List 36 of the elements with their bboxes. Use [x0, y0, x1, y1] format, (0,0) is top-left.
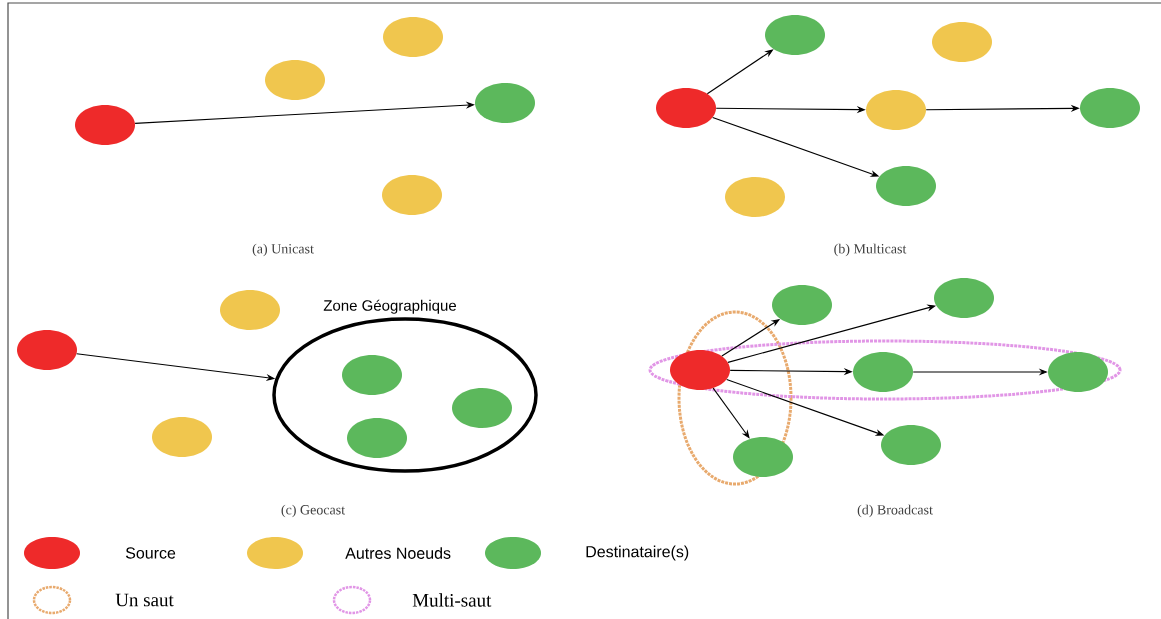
node-circle	[265, 60, 325, 100]
node-circle	[383, 17, 443, 57]
node-circle	[866, 90, 926, 130]
node-circle	[1048, 352, 1108, 392]
node-circle	[452, 388, 512, 428]
panel-caption: (a) Unicast	[252, 243, 314, 257]
panel-caption: (b) Multicast	[834, 243, 907, 257]
node-circle	[382, 175, 442, 215]
node-circle	[1080, 88, 1140, 128]
node-circle	[934, 278, 994, 318]
node-circle	[220, 290, 280, 330]
node-circle	[853, 352, 913, 392]
node-circle	[670, 350, 730, 390]
legend-label: Destinataire(s)	[586, 545, 689, 561]
node-circle	[765, 15, 825, 55]
node-label: Zone Géographique	[323, 299, 457, 314]
legend-label: Multi-saut	[412, 593, 492, 607]
node-circle	[656, 88, 716, 128]
node-circle	[75, 105, 135, 145]
node-circle	[725, 177, 785, 217]
node-circle	[733, 437, 793, 477]
arrow	[712, 387, 750, 439]
node-circle	[932, 22, 992, 62]
panel-caption: (d) Broadcast	[857, 504, 933, 518]
legend-label: Un saut	[115, 593, 174, 607]
legend-label: Autres Noeuds	[345, 547, 451, 559]
node-circle	[152, 417, 212, 457]
node-circle	[17, 330, 77, 370]
node-circle	[876, 166, 936, 206]
node-circle	[342, 355, 402, 395]
node-circle	[347, 418, 407, 458]
node-circle	[881, 425, 941, 465]
node-circle	[772, 285, 832, 325]
panel-caption: (c) Geocast	[281, 504, 345, 518]
node-circle	[475, 83, 535, 123]
legend-label: Source	[125, 547, 176, 559]
